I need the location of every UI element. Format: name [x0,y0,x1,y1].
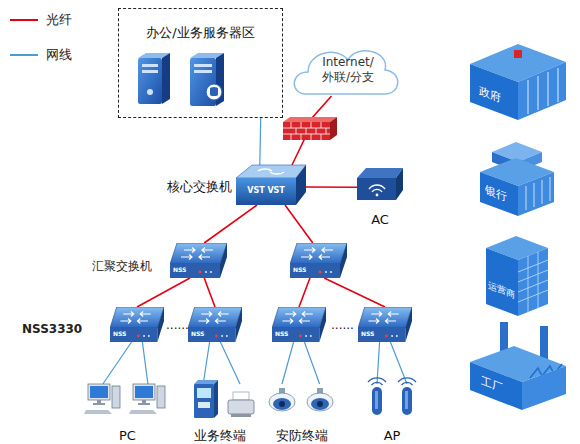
device-brand: NSS [191,330,204,338]
network-link [204,278,215,307]
device-brand: NSS [173,266,186,274]
ac-controller: AC [357,168,403,200]
network-link [142,342,148,384]
network-link [137,278,190,307]
building-label: 工厂 [481,374,503,396]
access-switch: NSS [272,307,326,342]
building-label: 运营商 [488,280,515,301]
cloud-outline [294,51,398,94]
tier-label: 汇聚交换机 [92,259,152,274]
device-brand: NSS [113,330,126,338]
network-link [103,342,132,384]
ap-icon [398,378,416,415]
legend-line [10,54,38,56]
cloud-label: Internet/ 外联/分支 [316,55,380,85]
camera-icon [269,388,295,411]
kiosk-icon [194,380,218,418]
access-switch: NSS [358,307,412,342]
legend-entry: 网线 [46,46,72,64]
building-icon [470,322,566,410]
network-link [324,278,385,307]
network-link [282,342,294,384]
device-brand: NSS [275,330,288,338]
ac-icon [357,168,403,200]
legend-text: 网线 [46,47,72,62]
network-link [204,205,257,243]
ellipsis-mark: ...... [166,318,189,333]
aggregation-switch: NSS [290,243,347,278]
legend-text: 光纤 [46,12,72,27]
switch-icon [272,307,326,342]
access-switch: NSS [188,307,242,342]
device-title: AC [357,212,403,228]
camera-icon [307,388,333,411]
server-icon [190,53,224,106]
network-link [259,118,261,165]
switch-icon [188,307,242,342]
building-icon [486,236,548,316]
core-switch: 核心交换机VST VST [236,165,306,205]
terminal-label: AP [362,428,422,444]
firewall-icon [283,117,337,140]
aggregation-switch: NSS [170,243,227,278]
network-link [306,186,357,188]
ellipsis-mark: ...... [331,318,354,333]
network-link [203,342,209,384]
switch-icon [290,243,347,278]
zone-title: 办公/业务服务器区 [119,25,282,41]
terminal-group: AP [362,384,422,444]
pc-icon [84,384,120,414]
device-brand: NSS [293,266,306,274]
building-label: 银行 [485,183,507,205]
switch-icon [358,307,412,342]
internet-cloud: Internet/ 外联/分支 [293,44,403,96]
server-zone: 办公/业务服务器区 [118,8,283,118]
terminal-label: 业务终端 [180,428,260,444]
terminal-group: 业务终端 [180,384,260,444]
pc-icon [129,384,165,414]
building-label: 政府 [479,84,501,106]
terminal-group: 安防终端 [262,384,342,444]
legend-line [10,19,38,21]
building-icon [470,44,566,120]
switch-title: 核心交换机 [154,179,232,195]
server-icon [138,53,170,104]
ap-icon [368,378,386,415]
legend-entry: 光纤 [46,11,72,29]
switch-icon [170,243,227,278]
terminal-group: PC [85,384,170,444]
printer-icon [228,392,254,417]
model-label: NSS3330 [22,322,82,337]
network-link [220,342,240,384]
core-switch-icon [236,165,306,205]
network-link [285,205,313,243]
network-link [304,342,319,384]
terminal-label: PC [85,428,170,444]
device-brand: VST VST [238,186,294,196]
access-switch: NSS [110,307,164,342]
terminal-label: 安防终端 [262,428,342,444]
network-link [299,278,310,307]
switch-icon [110,307,164,342]
building-icon [480,142,554,216]
device-brand: NSS [361,330,374,338]
